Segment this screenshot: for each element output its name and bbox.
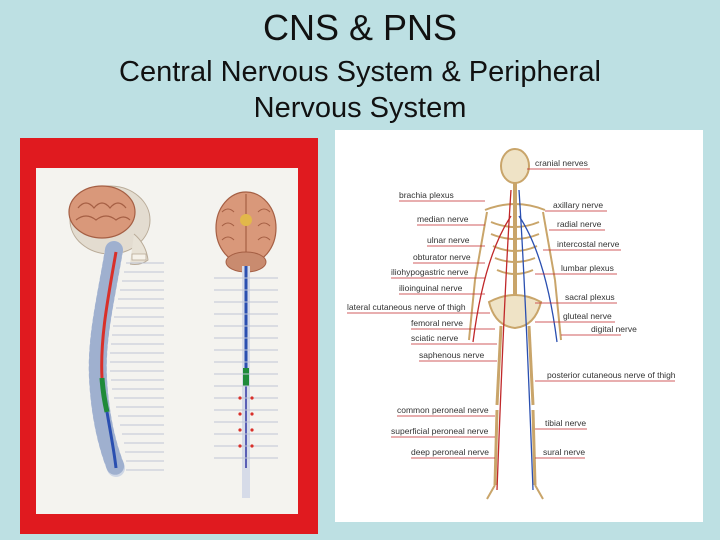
label-sural-nerve: sural nerve bbox=[543, 447, 585, 457]
front-view-brain bbox=[215, 191, 277, 273]
cns-image bbox=[36, 168, 298, 514]
label-iliohypogastric-nerve: iliohypogastric nerve bbox=[391, 267, 469, 277]
label-posterior-cutaneous-nerve-of-thigh: posterior cutaneous nerve of thigh bbox=[547, 370, 676, 380]
label-radial-nerve: radial nerve bbox=[557, 219, 602, 229]
pns-image: brachia plexus median nerve ulnar nerve … bbox=[335, 130, 703, 522]
front-view-nerve-lines bbox=[214, 277, 278, 459]
left-labels: brachia plexus median nerve ulnar nerve … bbox=[347, 190, 497, 459]
label-superficial-peroneal-nerve: superficial peroneal nerve bbox=[391, 426, 489, 436]
nerve-paths bbox=[472, 189, 558, 491]
label-femoral-nerve: femoral nerve bbox=[411, 318, 463, 328]
label-intercostal-nerve: intercostal nerve bbox=[557, 239, 620, 249]
slide-subtitle: Central Nervous System & Peripheral Nerv… bbox=[60, 54, 660, 126]
front-view-ganglia bbox=[238, 396, 254, 448]
label-lumbar-plexus: lumbar plexus bbox=[561, 263, 614, 273]
cns-illustration bbox=[68, 185, 278, 498]
label-gluteal-nerve: gluteal nerve bbox=[563, 311, 612, 321]
right-labels: cranial nerves axillary nerve radial ner… bbox=[527, 158, 676, 459]
label-tibial-nerve: tibial nerve bbox=[545, 418, 586, 428]
label-brachia-plexus: brachia plexus bbox=[399, 190, 454, 200]
side-view-spine bbox=[88, 241, 125, 477]
label-digital-nerve: digital nerve bbox=[591, 324, 637, 334]
subtitle-line-1: Central Nervous System & Peripheral bbox=[119, 56, 601, 88]
label-saphenous-nerve: saphenous nerve bbox=[419, 350, 484, 360]
label-common-peroneal-nerve: common peroneal nerve bbox=[397, 405, 489, 415]
cns-image-frame bbox=[20, 138, 318, 534]
label-obturator-nerve: obturator nerve bbox=[413, 252, 471, 262]
slide-title: CNS & PNS bbox=[262, 7, 458, 48]
label-ulnar-nerve: ulnar nerve bbox=[427, 235, 470, 245]
label-median-nerve: median nerve bbox=[417, 214, 469, 224]
label-cranial-nerves: cranial nerves bbox=[535, 158, 588, 168]
subtitle-line-2: Nervous System bbox=[253, 92, 467, 124]
side-view-nerve-lines bbox=[110, 262, 164, 471]
side-view-head bbox=[68, 185, 151, 265]
label-axillary-nerve: axillary nerve bbox=[553, 200, 603, 210]
label-ilioinguinal-nerve: ilioinguinal nerve bbox=[399, 283, 463, 293]
label-sacral-plexus: sacral plexus bbox=[565, 292, 615, 302]
label-deep-peroneal-nerve: deep peroneal nerve bbox=[411, 447, 489, 457]
pns-illustration: brachia plexus median nerve ulnar nerve … bbox=[347, 148, 676, 500]
label-lateral-cutaneous-nerve-of-thigh: lateral cutaneous nerve of thigh bbox=[347, 302, 466, 312]
label-sciatic-nerve: sciatic nerve bbox=[411, 333, 459, 343]
